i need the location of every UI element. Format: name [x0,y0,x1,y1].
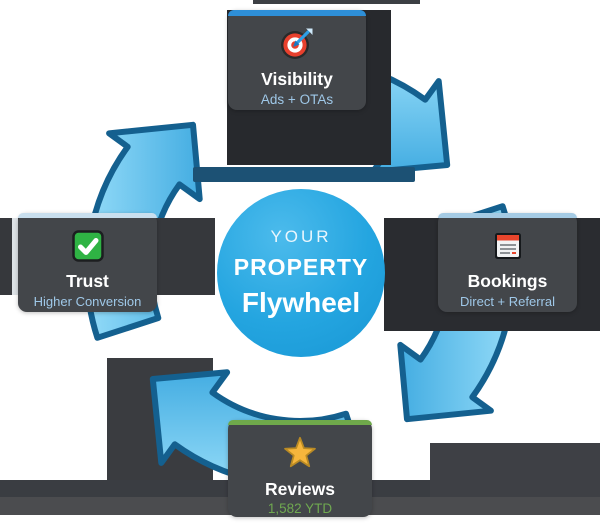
hub-line-property: PROPERTY [233,254,369,280]
background-light-line [12,218,18,295]
bookings-accent-bar [438,213,577,218]
background-fragment-top-sliver [253,0,420,4]
node-trust: Trust Higher Conversion [18,213,157,312]
visibility-subtitle: Ads + OTAs [260,92,334,107]
trust-subtitle: Higher Conversion [33,294,142,309]
visibility-title: Visibility [261,69,333,89]
target-dart-icon [280,27,314,61]
background-navy-bar [193,167,415,182]
reviews-subtitle: 1,582 YTD [267,501,333,516]
calendar-icon [492,230,524,262]
center-hub: YOUR PROPERTY Flywheel [217,189,385,357]
bookings-subtitle: Direct + Referral [460,294,555,309]
check-icon [71,229,105,263]
visibility-accent-bar [228,10,366,16]
reviews-accent-bar [228,420,372,425]
node-reviews: Reviews 1,582 YTD [228,420,372,517]
background-fragment-bottom-right [430,443,600,497]
reviews-title: Reviews [264,479,336,499]
node-bookings: Bookings Direct + Referral [438,213,577,312]
node-visibility: Visibility Ads + OTAs [228,10,366,110]
hub-line-flywheel: Flywheel [241,287,361,318]
hub-line-your: YOUR [270,227,332,246]
bookings-title: Bookings [467,271,548,291]
trust-title: Trust [66,271,109,291]
trust-accent-bar [18,213,157,218]
star-icon [282,435,318,471]
